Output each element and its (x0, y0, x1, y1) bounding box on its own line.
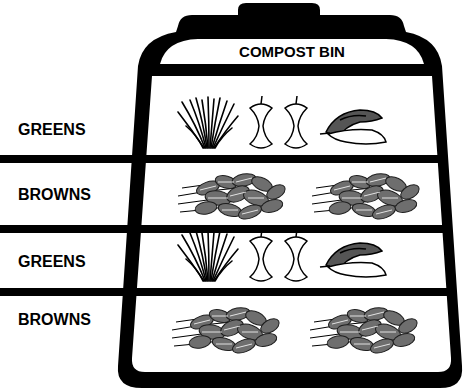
bin-title: COMPOST BIN (239, 44, 345, 59)
layer-label: GREENS (18, 122, 86, 138)
layer-label: BROWNS (18, 187, 91, 203)
layer-label: BROWNS (18, 312, 91, 328)
layer-label: GREENS (18, 254, 86, 270)
